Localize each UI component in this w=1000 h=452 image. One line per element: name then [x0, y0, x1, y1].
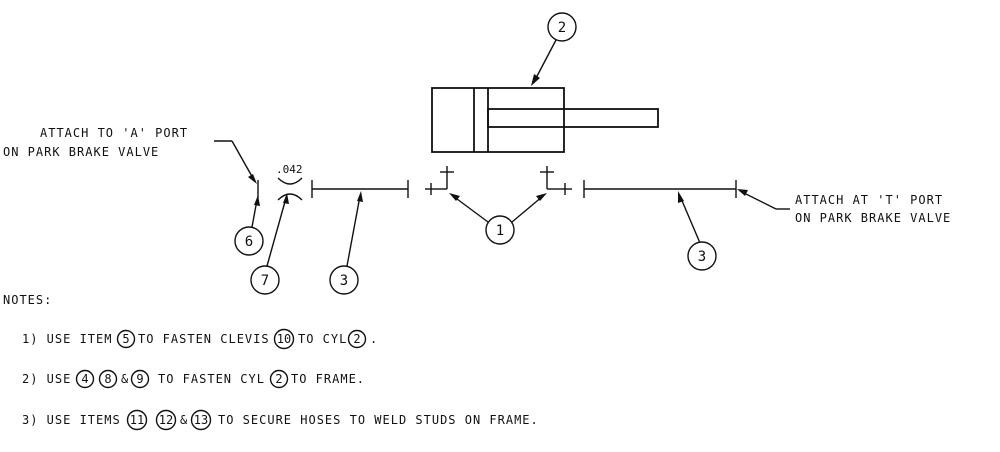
callout-a-port: ATTACH TO 'A' PORT ON PARK BRAKE VALVE: [3, 126, 257, 184]
notes-section: NOTES: 1) USE ITEM 5 TO FASTEN CLEVIS 10…: [3, 293, 539, 431]
left-hose-assembly: [257, 177, 409, 201]
note-3-amp: &: [180, 413, 188, 427]
balloon-6-label: 6: [245, 234, 253, 250]
note-1-text-c: TO CYL: [298, 332, 347, 346]
note-2-text-c: TO FRAME.: [291, 372, 365, 386]
note-3: 3) USE ITEMS 11 12 & 13 TO SECURE HOSES …: [22, 409, 539, 431]
center-fittings: [425, 166, 572, 195]
note-2-amp: &: [121, 372, 129, 386]
note-1-text-a: 1) USE ITEM: [22, 332, 112, 346]
callout-a-port-line1: ATTACH TO 'A' PORT: [40, 126, 188, 140]
balloon-1-label: 1: [496, 223, 504, 239]
orifice-dimension: .042: [276, 163, 303, 176]
balloon-3-right: 3: [678, 191, 717, 271]
right-hose-assembly: [583, 180, 737, 198]
balloon-2: 2: [531, 12, 577, 86]
note-2: 2) USE 4 8 & 9 TO FASTEN CYL 2 TO FRAME.: [22, 369, 365, 389]
callout-t-port-line1: ATTACH AT 'T' PORT: [795, 193, 943, 207]
note-2-text-b: TO FASTEN CYL: [158, 372, 265, 386]
note-2-item-8: 8: [104, 372, 111, 386]
note-1-item-2: 2: [353, 332, 360, 346]
note-1-text-d: .: [370, 332, 378, 346]
note-3-item-13: 13: [194, 413, 208, 427]
callout-a-port-line2: ON PARK BRAKE VALVE: [3, 145, 159, 159]
balloon-7: 7: [250, 193, 289, 295]
balloon-6: 6: [234, 195, 264, 256]
note-3-text-b: TO SECURE HOSES TO WELD STUDS ON FRAME.: [218, 413, 539, 427]
balloon-3-left: 3: [329, 191, 363, 295]
note-1-text-b: TO FASTEN CLEVIS: [138, 332, 270, 346]
note-2-text-a: 2) USE: [22, 372, 71, 386]
note-2-item-2: 2: [275, 372, 282, 386]
balloon-1: 1: [449, 193, 547, 245]
note-3-text-a: 3) USE ITEMS: [22, 413, 121, 427]
note-2-item-9: 9: [136, 372, 143, 386]
callout-t-port: ATTACH AT 'T' PORT ON PARK BRAKE VALVE: [737, 189, 951, 225]
note-1-item-10: 10: [277, 332, 291, 346]
balloon-3-right-label: 3: [698, 249, 706, 265]
hydraulic-cylinder: [431, 87, 659, 153]
note-3-item-12: 12: [159, 413, 173, 427]
balloon-2-label: 2: [558, 20, 566, 36]
balloon-7-label: 7: [261, 273, 269, 289]
notes-heading: NOTES:: [3, 293, 52, 307]
balloon-3-left-label: 3: [340, 273, 348, 289]
note-3-item-11: 11: [130, 413, 144, 427]
note-2-item-4: 4: [81, 372, 88, 386]
callout-t-port-line2: ON PARK BRAKE VALVE: [795, 211, 951, 225]
note-1: 1) USE ITEM 5 TO FASTEN CLEVIS 10 TO CYL…: [22, 328, 378, 350]
note-1-item-5: 5: [122, 332, 129, 346]
